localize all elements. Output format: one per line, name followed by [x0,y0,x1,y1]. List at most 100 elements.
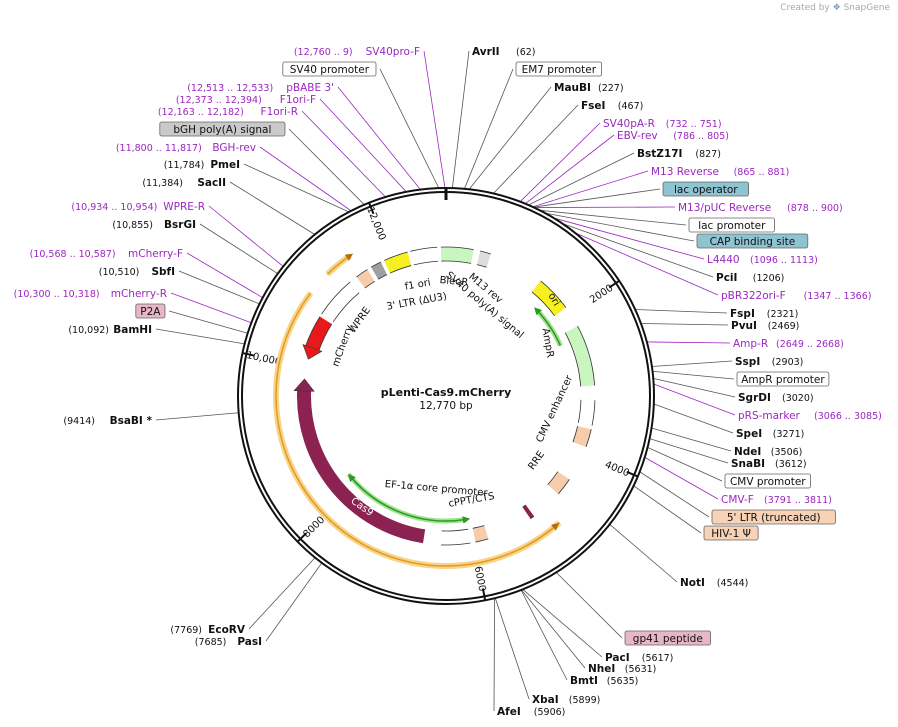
connector [539,209,687,226]
bleor-feature-edge [445,260,472,264]
bleor-feature [445,247,474,264]
connector [186,252,263,299]
wpre-feature-edge [332,292,360,323]
box-label-text: HIV-1 Ψ [711,528,751,540]
right-label-afei: AfeI(5906) [497,706,565,718]
plasmid-size: 12,770 bp [419,400,473,412]
site-name: NdeI [734,446,761,458]
right-label-fsei: FseI(467) [581,100,643,112]
box-label-text: P2A [140,306,161,318]
site-coord: (3506) [771,447,803,458]
site-coord: (827) [695,149,721,160]
gp41-feature [522,504,535,519]
site-name: PasI [237,636,262,648]
ampr-feature [565,326,595,387]
primer-name: pBABE 3' [286,82,334,94]
connector [525,134,615,205]
site-name: BsrGI [164,219,196,231]
ef1a-label: EF-1α core promoter [384,479,489,499]
left-label-sacii: SacII(11,384) [142,177,226,189]
left-label-mcherry-f: mCherry-F(10,568 .. 10,587) [30,248,183,260]
wpre-feature-edge [321,281,351,315]
site-name: BstZ17I [637,148,682,160]
primer-name: SV40pro-F [366,46,420,58]
label-box [711,509,836,525]
left-label-f1ori-r: F1ori-R (12,163 .. 12,182) [158,106,298,118]
plasmid-name: pLenti-Cas9.mCherry [381,386,512,399]
ori-feature [531,280,566,316]
right-label-5-ltr-truncated-: 5' LTR (truncated) [711,509,836,525]
right-label-m13-reverse: M13 Reverse(865 .. 881) [651,166,789,178]
label-box [736,371,830,387]
gp41-feature-edge [530,515,535,520]
orange-orf-arrow [326,253,354,275]
right-label-spei: SpeI(3271) [736,428,804,440]
snapgene-brand: Created by ❖ SnapGene [780,3,890,13]
cas9-arrowhead [293,378,315,392]
site-coord: (467) [618,101,644,112]
box-label-text: gp41 peptide [633,633,703,645]
site-name: BsaBI * [110,415,153,427]
primer-coord: (12,513 .. 12,533) [187,83,273,94]
connector [519,122,601,202]
tick-mark [242,352,255,357]
left-label-pasi: PasI(7685) [195,636,262,648]
primer-coord: (11,800 .. 11,817) [116,143,202,154]
connector [562,223,714,278]
right-label-cmv-f: CMV-F(3791 .. 3811) [721,494,832,506]
left-label-pmei: PmeI(11,784) [164,159,240,171]
connector [521,589,586,669]
primer-name: Amp-R [733,338,768,350]
f1-ori-label: f1 ori [404,277,432,292]
connector [208,205,284,267]
box-label-text: CMV promoter [730,476,806,488]
site-coord: (5631) [625,664,657,675]
ori-feature-edge [540,280,567,308]
primer-name: M13 Reverse [651,166,719,178]
site-coord: (10,855) [112,220,153,231]
right-label-prs-marker: pRS-marker(3066 .. 3085) [738,410,882,422]
connector [640,323,729,326]
site-coord: (10,510) [99,267,140,278]
connector [243,163,350,213]
site-coord: (1206) [753,273,785,284]
site-name: SacII [197,177,226,189]
left-label-sv40pro-f: SV40pro-F(12,760 .. 9) [294,46,420,58]
site-coord: (3020) [782,393,814,404]
site-coord: (3612) [775,459,807,470]
site-coord: (7769) [170,625,202,636]
cas9-feature [297,390,426,544]
sv40pa-feature-edge [480,250,491,255]
right-label-pcii: PciI(1206) [716,272,784,284]
site-coord: (62) [516,47,536,58]
right-label-noti: NotI(4544) [680,577,748,589]
grey-block-feature [371,262,388,280]
ef1a-feature-edge [441,528,469,532]
connector [288,128,365,205]
rre-feature [547,471,570,494]
primer-name: pBR322ori-F [721,290,786,302]
rre-feature-edge [547,471,559,485]
site-name: BmtI [570,675,598,687]
connector [229,181,316,235]
primer-name: F1ori-R [261,106,298,118]
site-coord: (5617) [642,653,674,664]
tick-mark [481,588,487,601]
site-coord: (3271) [773,429,805,440]
bleor-feature-edge [445,246,474,250]
connector [522,589,603,658]
connector [647,447,723,482]
ampr-orf-arrow [534,307,562,346]
connector [199,223,278,275]
tick-label: 12,000 [364,205,387,242]
ef1a-feature [441,529,471,545]
connector [532,170,649,208]
tick-label: 8000 [301,515,327,541]
sv40-promoter-feature [410,247,439,265]
primer-name: CMV-F [721,494,754,506]
left-label-ecorv: EcoRV(7769) [170,624,245,636]
connector [451,50,470,189]
connector [248,557,316,630]
primer-coord: (12,163 .. 12,182) [158,107,244,118]
connector [178,270,260,305]
